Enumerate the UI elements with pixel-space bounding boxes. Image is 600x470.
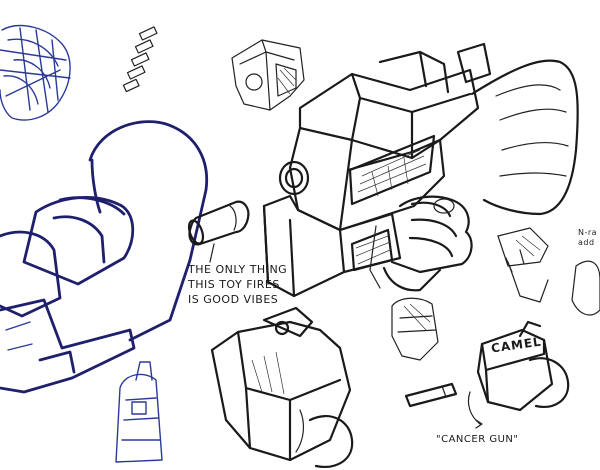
- small-device-sketch-top: [231, 39, 305, 111]
- left-hand-sketch: [0, 120, 209, 394]
- cancer-gun-annotation: "CANCER GUN": [436, 434, 519, 445]
- good-vibes-line-3: IS GOOD VIBES: [188, 293, 279, 306]
- side-margin-note: N-ra add: [578, 228, 598, 247]
- good-vibes-annotation: THE ONLY THING THIS TOY FIRES IS GOOD VI…: [188, 262, 298, 307]
- bottom-device-sketch: [210, 306, 354, 468]
- good-vibes-line-1: THE ONLY THING: [188, 263, 288, 276]
- cigarette-sketch: [404, 382, 458, 408]
- good-vibes-line-2: THIS TOY FIRES: [188, 278, 280, 291]
- blue-scribble-sketch: [0, 24, 71, 121]
- blue-figure-sketch: [115, 361, 163, 463]
- battery-cylinder-sketch: [187, 200, 250, 263]
- camel-pack-sketch: [467, 320, 570, 429]
- cartridge-row-sketch: [122, 26, 158, 93]
- right-small-sketches: [391, 227, 600, 361]
- toy-gun-main-sketch: [262, 42, 579, 298]
